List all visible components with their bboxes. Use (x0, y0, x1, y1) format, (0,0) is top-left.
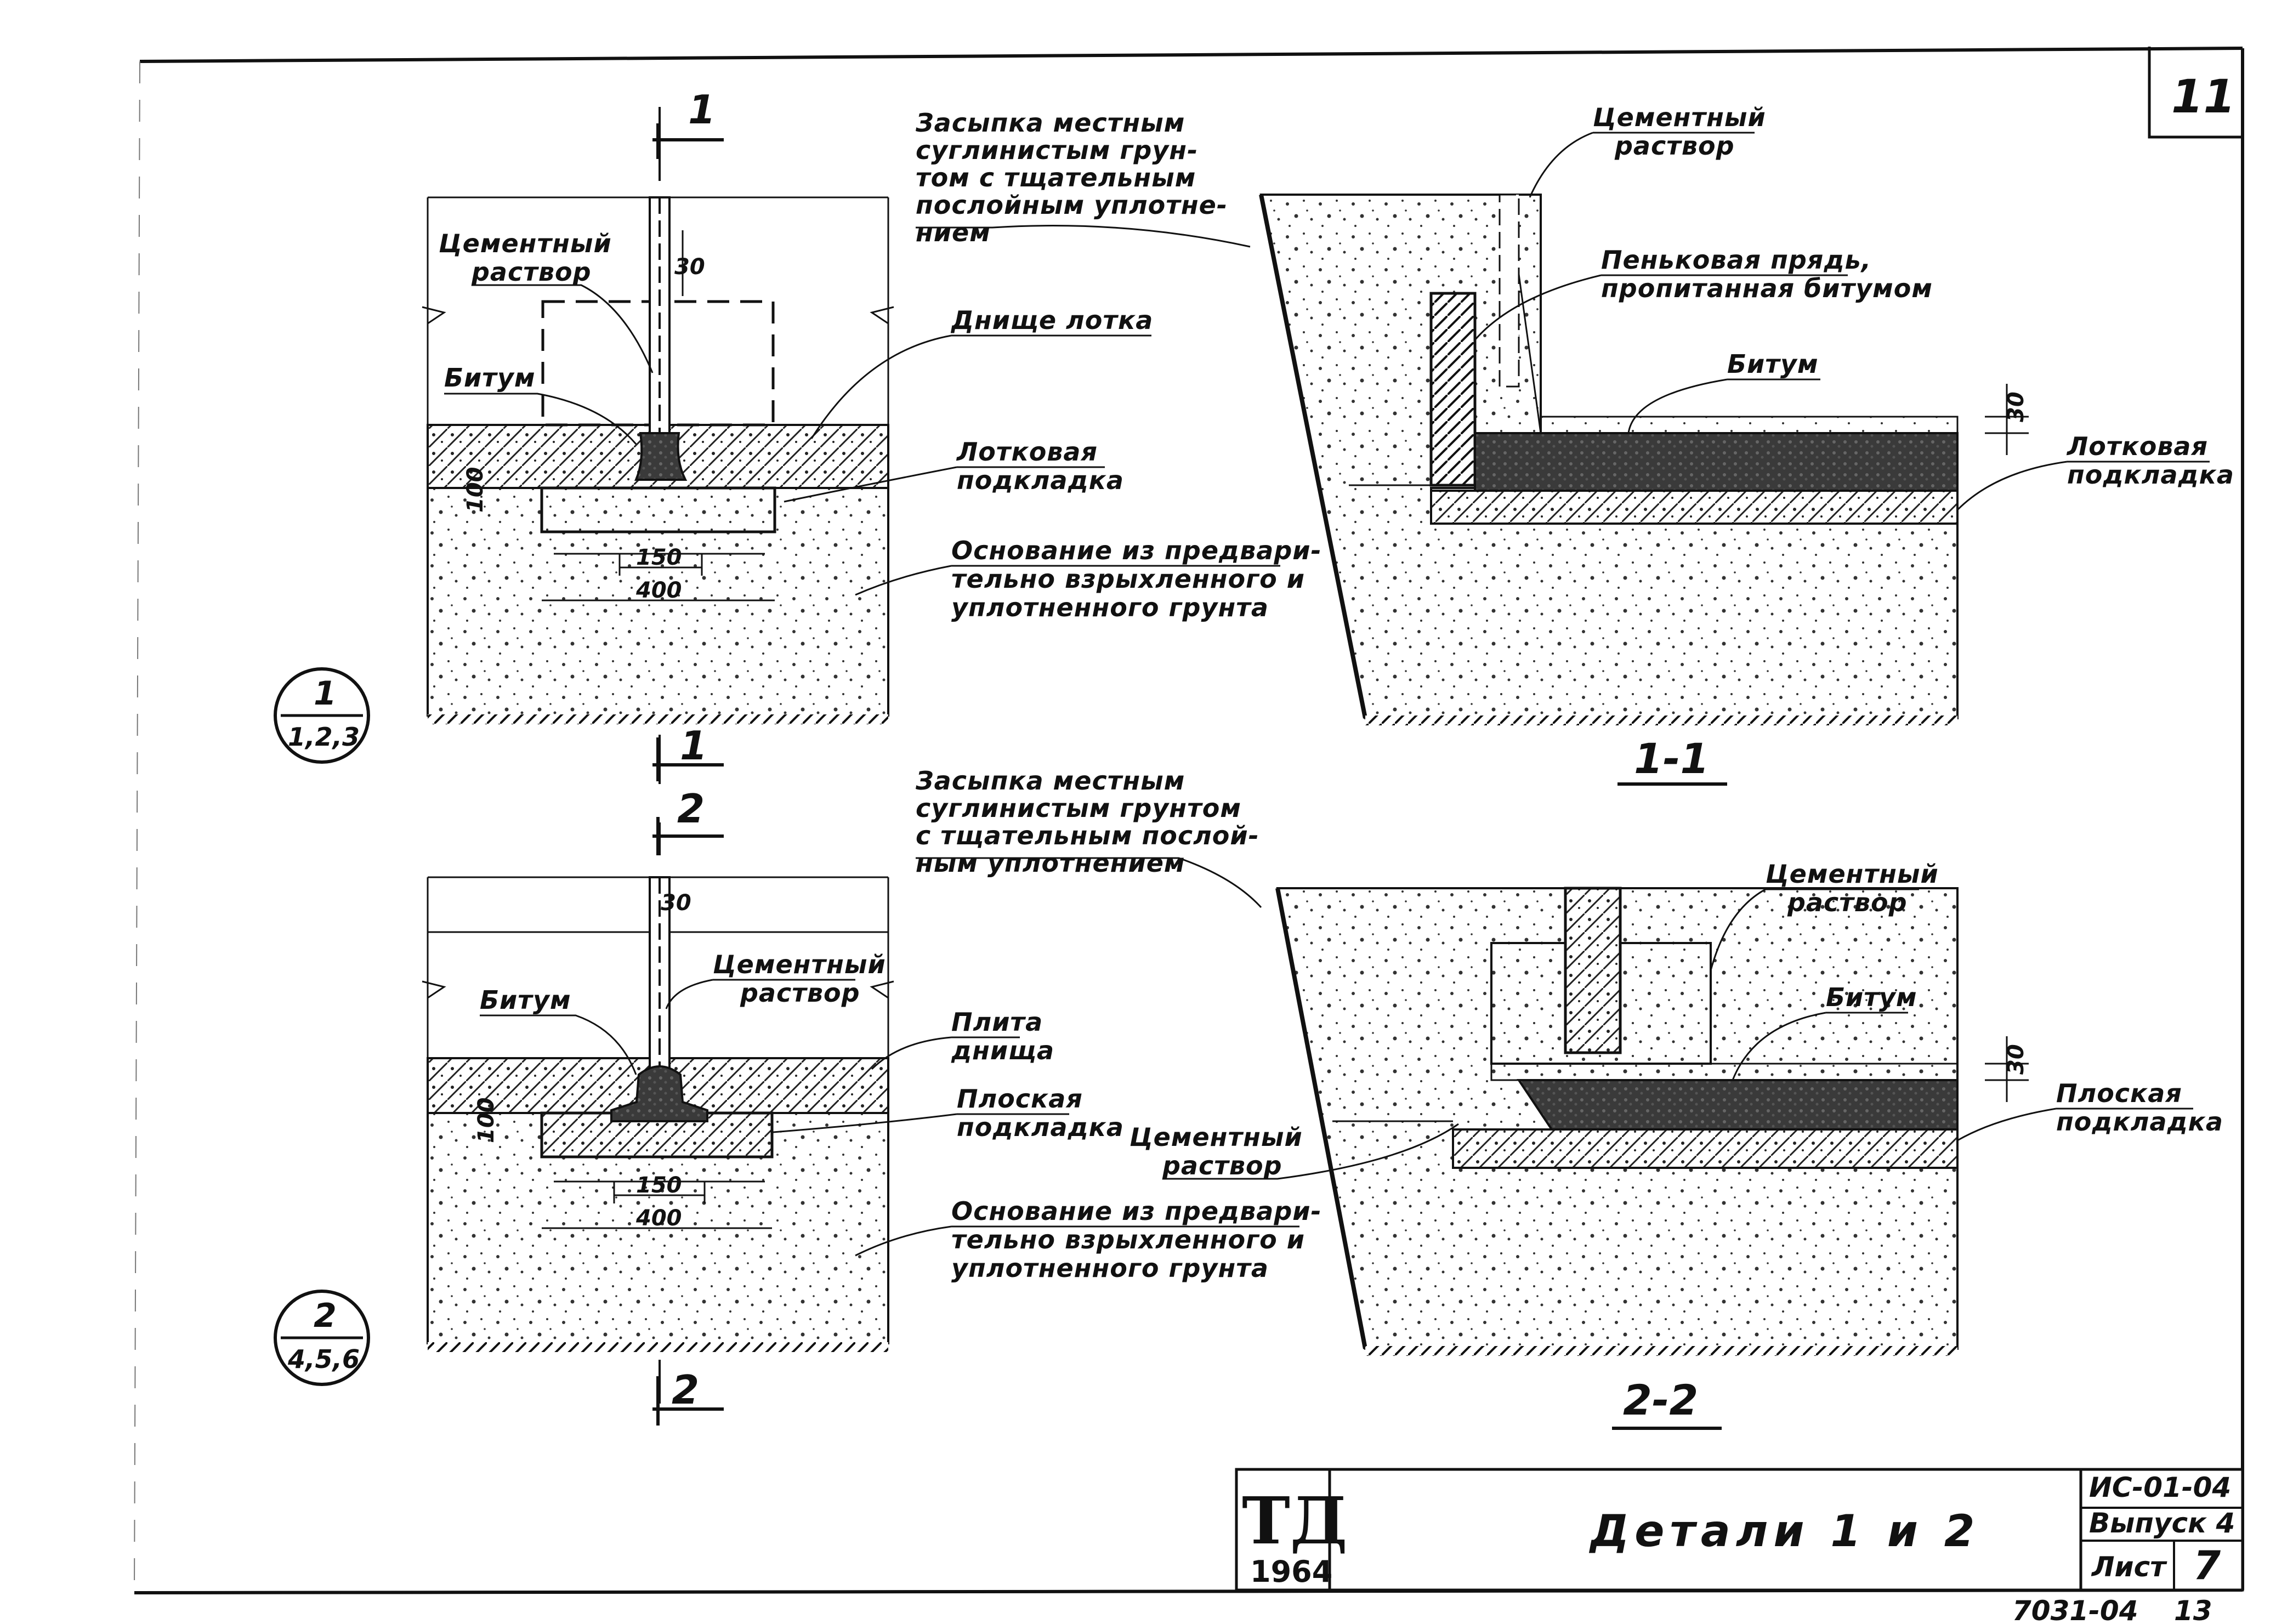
bubble-1-sheets: 1,2,3 (288, 722, 360, 752)
series-code: ИС-01-04 (2089, 1472, 2231, 1503)
document-number: 7031-04 (2012, 1595, 2138, 1624)
detail2-slab-label: Плита днища (951, 1007, 1054, 1065)
detail1-tray-pad (540, 486, 776, 533)
detail2-flat-pad-label: Плоская подкладка (957, 1084, 1124, 1142)
detail1-dim-150: 150 (636, 545, 682, 570)
logo-td: ТД (1242, 1483, 1348, 1559)
section1-bitumen (1474, 432, 1959, 492)
bubble-1-number: 1 (314, 674, 337, 713)
section2-cement-fill (1490, 1063, 1959, 1081)
cut-label-2-top: 2 (677, 786, 705, 832)
detail2-bitumen-label: Битум (480, 985, 571, 1015)
detail1-tray-bottom-label: Днище лотка (950, 305, 1153, 335)
section1-dim-30: 30 (2003, 391, 2029, 422)
detail2-dim-400: 400 (635, 1206, 682, 1231)
detail1-cement-label: Цементный раствор (439, 229, 621, 287)
detail2-backfill-label: Засыпка местным суглинистым грунтом с тщ… (915, 766, 1269, 878)
bubble-2-number: 2 (314, 1297, 337, 1335)
detail2-bottom-hatch (428, 1342, 888, 1352)
document-page: 13 (2174, 1595, 2212, 1624)
cut-mark-2-bottom (652, 1376, 724, 1426)
detail-bubble-1 (274, 667, 370, 764)
detail2-bitumen (610, 1065, 708, 1122)
section1-hemp (1429, 292, 1477, 487)
section1-cement-label: Цементный раствор (1593, 103, 1775, 161)
sheet-label: Лист (2091, 1551, 2167, 1583)
detail1-bottom-hatch (428, 714, 888, 724)
cut-mark-2-top (652, 817, 724, 855)
section1-wall (1507, 194, 1959, 434)
detail1-bitumen-label: Битум (444, 363, 536, 393)
issue-number: Выпуск 4 (2089, 1507, 2235, 1539)
detail1-dim-400: 400 (635, 578, 682, 603)
detail-bubble-2 (274, 1290, 370, 1386)
section2-flat-pad (1452, 1128, 1959, 1169)
section2-title: 2-2 (1623, 1376, 1698, 1424)
drawing-title: Детали 1 и 2 (1588, 1506, 1980, 1557)
cut-label-1-top: 1 (688, 87, 716, 133)
section2-flat-pad-label: Плоская подкладка (2056, 1078, 2223, 1137)
detail1-backfill-label: Засыпка местным суглинистым грун- том с … (915, 108, 1237, 247)
logo-year: 1964 (1250, 1554, 1332, 1589)
sheet-number: 7 (2193, 1542, 2221, 1588)
detail-2 (422, 822, 894, 1404)
detail2-base-label: Основание из предвари- тельно взрыхленно… (951, 1196, 1331, 1283)
section1-tray-pad (1430, 490, 1959, 525)
detail2-dim-150: 150 (636, 1173, 682, 1198)
section2-bitumen (1517, 1079, 1959, 1131)
section1-hemp-label: Пеньковая прядь, пропитанная битумом (1601, 245, 1933, 303)
section2-bitumen-label: Битум (1826, 983, 1917, 1012)
section1-wall-joint (1499, 194, 1520, 388)
section1-bitumen-label: Битум (1727, 349, 1819, 379)
cut-label-2-bottom: 2 (672, 1367, 699, 1413)
bubble-2-sheets: 4,5,6 (287, 1344, 360, 1374)
section2-bottom-hatch (1365, 1346, 1957, 1356)
section2-wall (1564, 887, 1622, 1054)
section1-bottom-hatch (1365, 716, 1957, 725)
section2-dim-30: 30 (2003, 1044, 2029, 1075)
section2-cement-top-label: Цементный раствор (1766, 859, 1948, 917)
section1-title: 1-1 (1634, 734, 1709, 783)
detail-1 (422, 107, 894, 784)
cut-label-1-bottom: 1 (680, 723, 707, 769)
title-block (1235, 1468, 2244, 1592)
detail1-base-label: Основание из предвари- тельно взрыхленно… (951, 536, 1331, 622)
section2-cement-left-label: Цементный раствор (1130, 1122, 1312, 1180)
section1-tray-pad-label: Лотковая подкладка (2066, 431, 2234, 490)
detail1-bitumen (634, 432, 688, 481)
detail2-dim-30: 30 (661, 890, 691, 916)
sheet-frame (134, 47, 2244, 1594)
cut-mark-1-bottom (652, 737, 724, 781)
cut-mark-1-top (652, 123, 724, 159)
detail1-tray-pad-label: Лотковая подкладка (956, 437, 1124, 495)
section-1-1 (1259, 194, 2029, 725)
detail1-dim-100: 100 (463, 467, 488, 513)
detail1-dim-30: 30 (674, 254, 705, 280)
section-2-2 (1275, 887, 2029, 1356)
detail2-cement-label: Цементный раствор (713, 950, 895, 1008)
detail2-dim-100: 100 (474, 1098, 499, 1144)
page-number: 11 (2171, 70, 2235, 123)
